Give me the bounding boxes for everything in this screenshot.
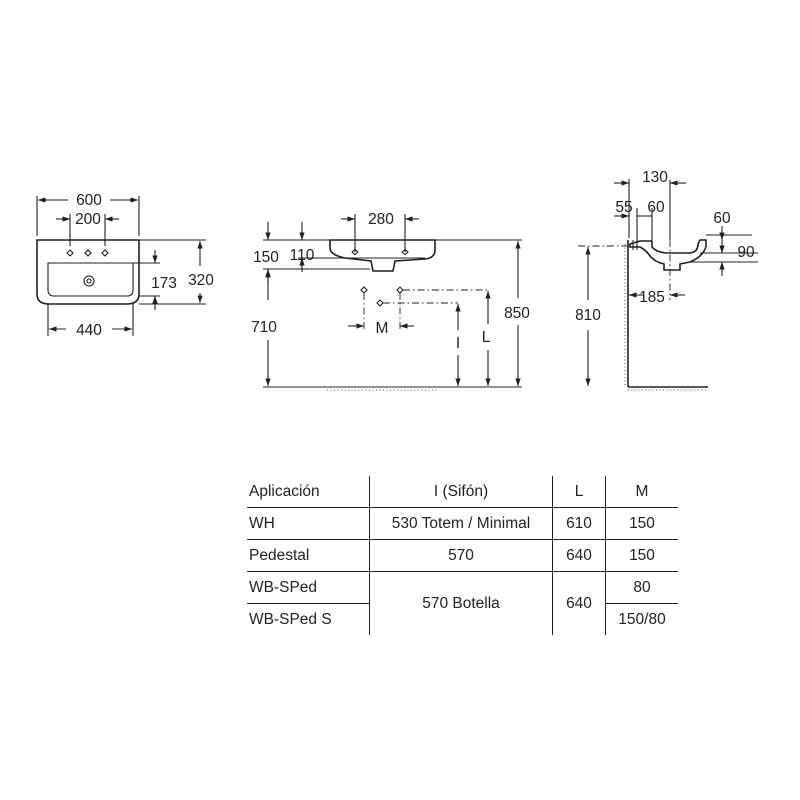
- drain-icon: [83, 275, 95, 287]
- dim-side-130: 130: [614, 169, 686, 186]
- dim-side-55: 55: [614, 199, 633, 219]
- cell-app: Pedestal: [247, 539, 370, 572]
- side-view: 130 55 60 60 90: [575, 169, 758, 391]
- table-row: WB-SPed 570 Botella 640 80: [247, 571, 678, 635]
- dim-front-850-label: 850: [504, 305, 530, 322]
- dim-side-55-label: 55: [615, 199, 632, 216]
- dim-width-600: 600: [38, 192, 138, 209]
- dim-front-I: I: [455, 304, 461, 386]
- dim-side-90: 90: [719, 240, 755, 276]
- dim-front-150-label: 150: [253, 249, 279, 266]
- dim-basin-173: 173: [151, 250, 177, 310]
- table-row: WH 530 Totem / Minimal 610 150: [247, 507, 678, 540]
- header-sifon: I (Sifón): [369, 476, 553, 508]
- dim-basin-width-440-label: 440: [76, 322, 102, 339]
- table-row: WB-SPed S 150/80: [247, 603, 678, 635]
- table-row: Pedestal 570 640 150: [247, 539, 678, 572]
- dim-side-130-label: 130: [642, 169, 668, 186]
- cell-L: 640: [552, 571, 606, 635]
- dim-front-280-label: 280: [368, 211, 394, 228]
- dim-front-710: 710: [251, 270, 277, 386]
- dim-side-90-label: 90: [737, 244, 755, 261]
- dim-front-850: 850: [504, 241, 530, 386]
- specification-table: Aplicación I (Sifón) L M WH 530 Totem / …: [247, 476, 678, 635]
- basin-plan-inner: [47, 262, 134, 297]
- dim-side-185: 185: [629, 289, 685, 306]
- basin-front-outline: [329, 239, 436, 272]
- dim-front-710-label: 710: [251, 319, 277, 336]
- cell-sifon: 570 Botella: [369, 571, 553, 635]
- dim-side-60-rim: 60: [713, 210, 731, 240]
- table-header-row: Aplicación I (Sifón) L M: [247, 476, 678, 508]
- cell-sifon: 530 Totem / Minimal: [369, 507, 553, 540]
- dim-front-M-label: M: [376, 320, 389, 337]
- technical-drawing: 600 200 320: [36, 169, 758, 391]
- header-L: L: [552, 476, 606, 508]
- dim-front-110: 110: [290, 222, 315, 272]
- dim-holes-200-label: 200: [75, 211, 101, 228]
- cell-sifon: 570: [369, 539, 553, 572]
- dim-depth-320: 320: [188, 241, 214, 303]
- front-view: 280 150 110 710: [251, 211, 530, 391]
- dim-width-600-label: 600: [76, 192, 102, 209]
- cell-L: 610: [552, 507, 606, 540]
- dim-side-810-label: 810: [575, 307, 601, 324]
- dim-front-150: 150: [253, 222, 279, 285]
- dim-basin-173-label: 173: [151, 275, 177, 292]
- cell-app: WB-SPed S: [249, 610, 332, 628]
- cell-M: 80: [605, 571, 678, 604]
- dim-depth-320-label: 320: [188, 272, 214, 289]
- cell-M: 150/80: [605, 603, 678, 635]
- cell-M: 150: [605, 507, 678, 540]
- tap-hole-markers: [66, 249, 109, 257]
- dim-front-M: M: [348, 320, 414, 337]
- dim-front-110-label: 110: [290, 247, 315, 264]
- basin-side-outline: [629, 239, 707, 271]
- dim-front-I-label: I: [456, 335, 460, 352]
- dim-side-60-tap-label: 60: [647, 199, 665, 216]
- dim-front-L-label: L: [482, 329, 491, 346]
- header-aplicacion: Aplicación: [247, 476, 370, 508]
- header-M: M: [605, 476, 678, 508]
- dim-front-280: 280: [341, 211, 419, 228]
- dim-side-60-tap: 60: [637, 199, 665, 217]
- dim-holes-200: 200: [56, 211, 119, 228]
- cell-M: 150: [605, 539, 678, 572]
- dim-side-185-label: 185: [639, 289, 665, 306]
- dim-front-L: L: [482, 291, 491, 386]
- cell-app: WH: [247, 507, 370, 540]
- dim-basin-width-440: 440: [49, 322, 132, 339]
- plan-view: 600 200 320: [36, 192, 214, 339]
- dim-side-810: 810: [575, 247, 601, 386]
- cell-L: 640: [552, 539, 606, 572]
- basin-plan-outline: [36, 239, 140, 305]
- cell-app: WB-SPed: [247, 571, 370, 604]
- dim-side-60-rim-label: 60: [713, 210, 731, 227]
